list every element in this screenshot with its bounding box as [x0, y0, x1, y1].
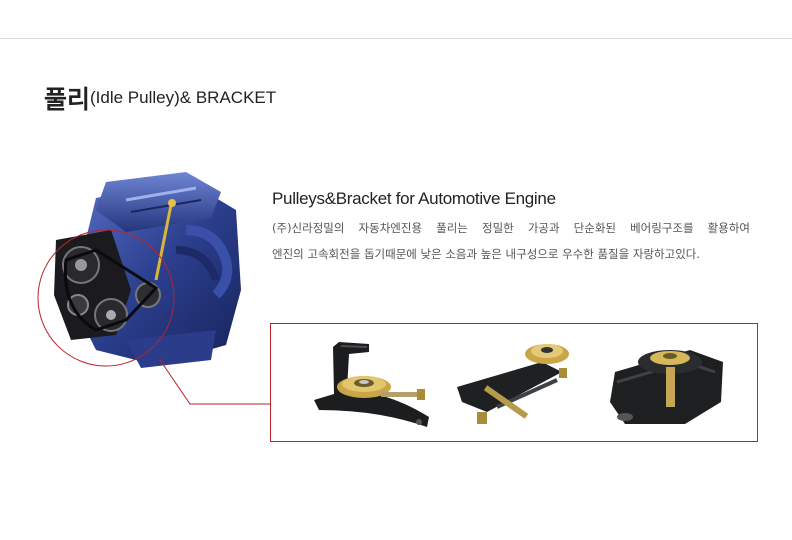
pulley-arm-bracket-image [457, 344, 569, 424]
engine-image [37, 172, 241, 368]
page-title-korean: 풀리 [44, 85, 91, 114]
page-title-english: (Idle Pulley)& BRACKET [90, 88, 277, 107]
idle-pulley-bracket-image [314, 342, 429, 427]
product-gallery [270, 323, 758, 442]
tensioner-pulley-image [610, 350, 723, 424]
top-divider [0, 38, 792, 39]
description-line-1: (주)신라정밀의 자동차엔진용 풀리는 정밀한 가공과 단순화된 베어링구조를 … [272, 221, 750, 235]
page-title: 풀리(Idle Pulley)& BRACKET [44, 80, 276, 116]
section-heading: Pulleys&Bracket for Automotive Engine [272, 189, 556, 208]
description-line-2: 엔진의 고속회전을 돕기때문에 낮은 소음과 높은 내구성으로 우수한 품질을 … [272, 247, 701, 261]
